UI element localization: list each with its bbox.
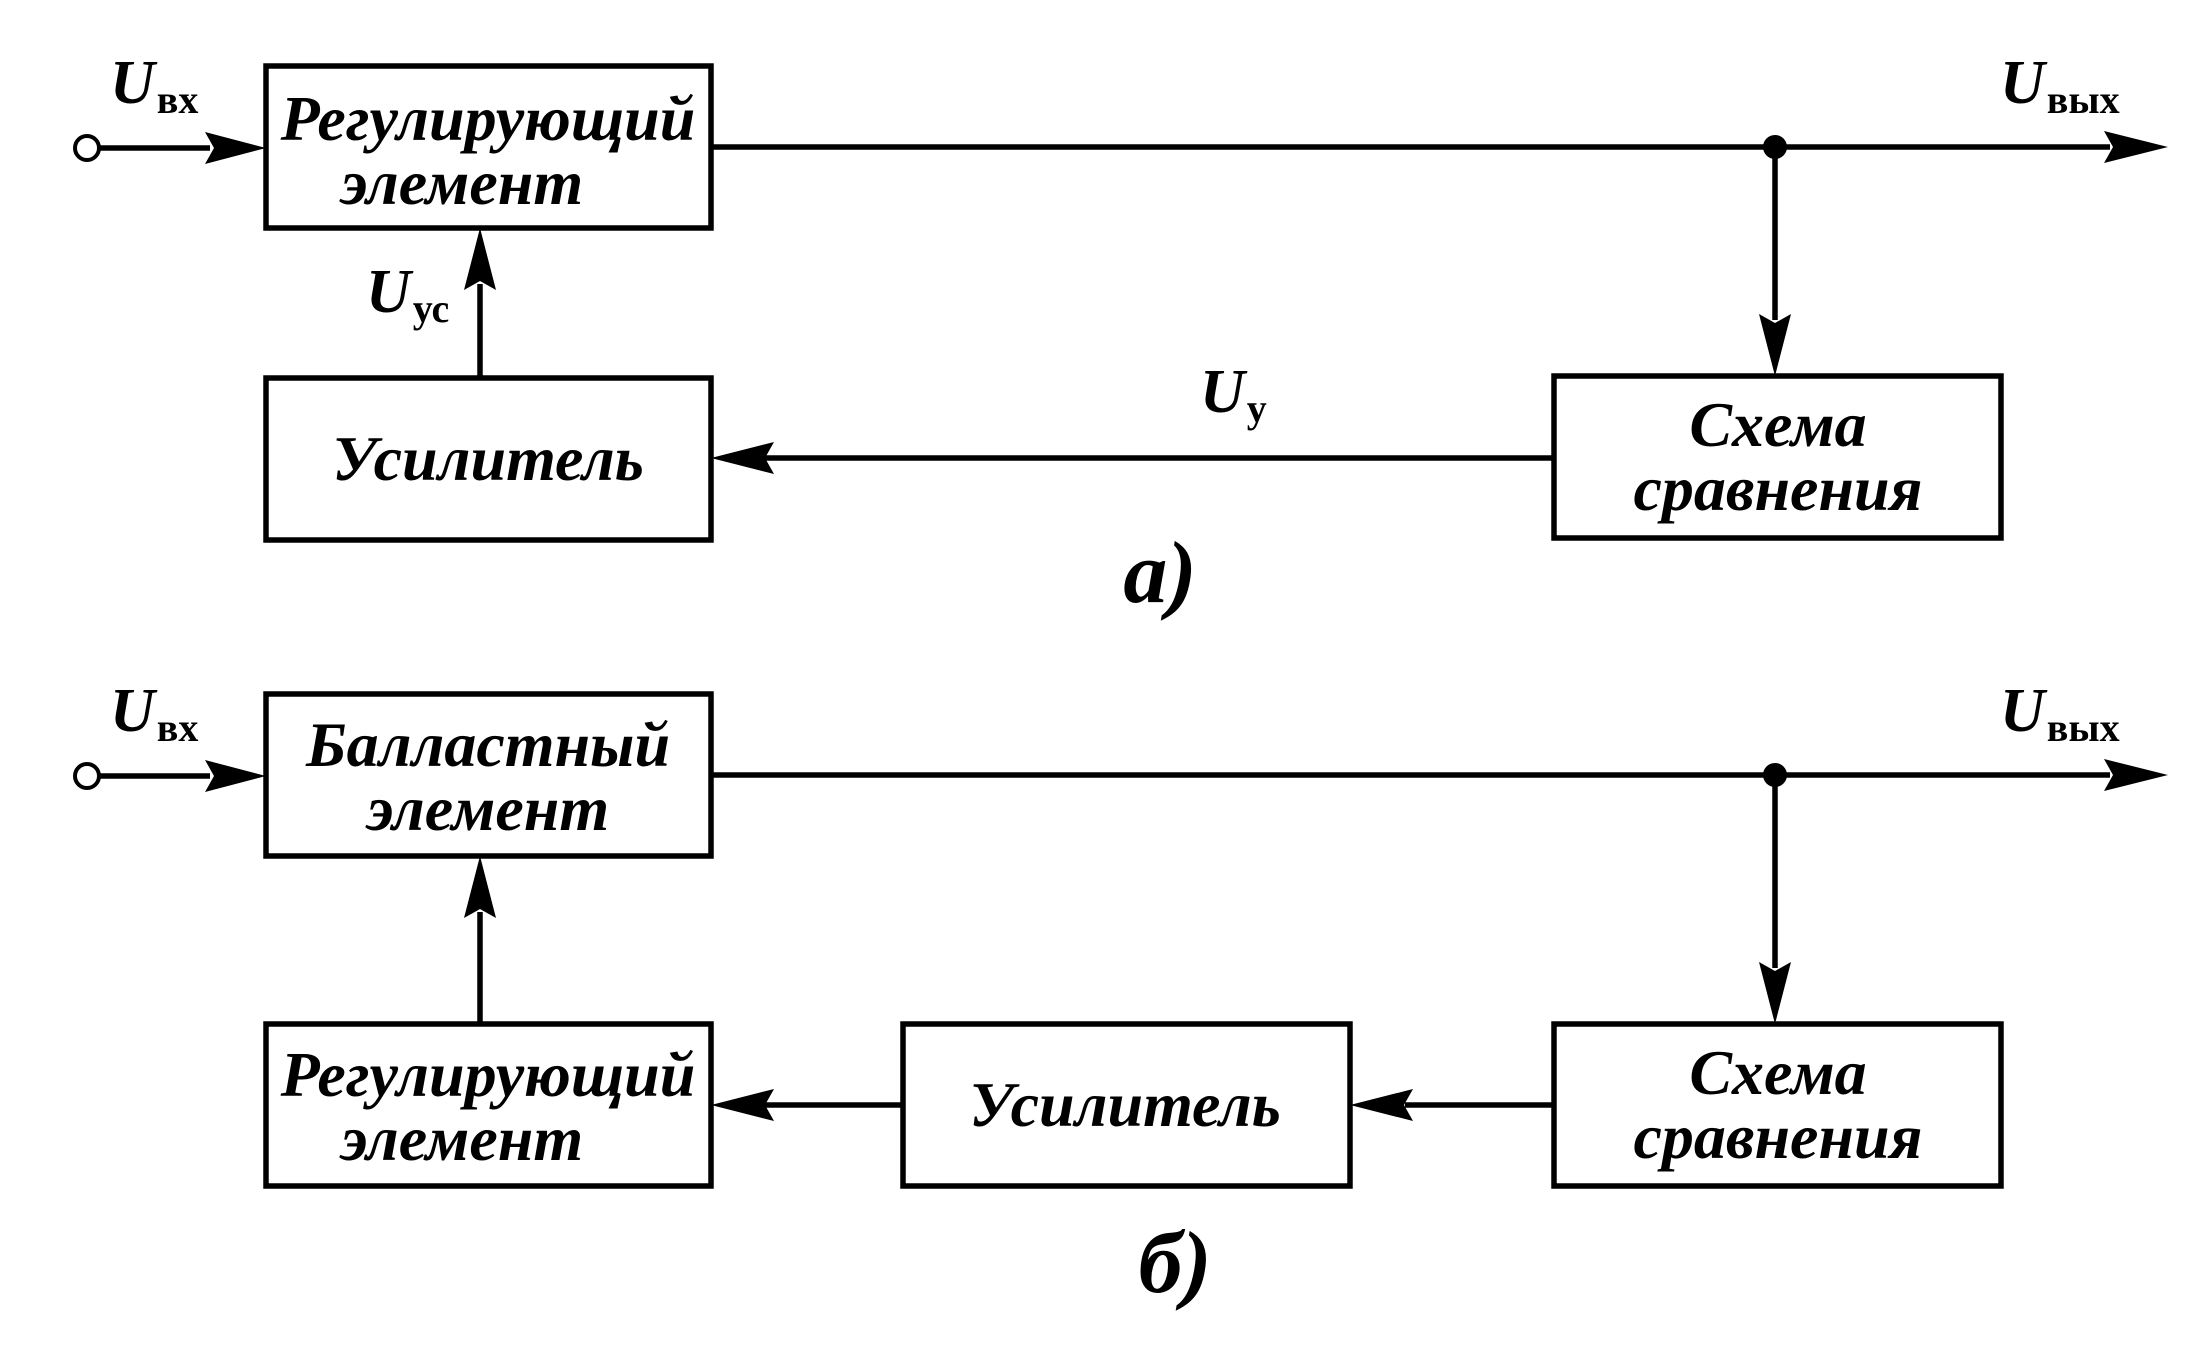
regulating-element-box-b: Регулирующий элемент xyxy=(263,1021,714,1189)
output-label-b: Uвых xyxy=(2000,677,2120,750)
amplifier-label-a: Усилитель xyxy=(332,423,644,494)
amplifier-to-regulating-arrow-b xyxy=(711,1089,774,1121)
diagram-a: Uвх Регулирующий элемент Uвых Схема срав… xyxy=(73,49,2168,622)
output-label-a: Uвых xyxy=(2000,49,2120,122)
control-up-arrow-b xyxy=(464,856,496,918)
diagram-b: Uвх Балластный элемент Uвых Схема сравне… xyxy=(73,677,2168,1312)
regulating-element-label-line1-a: Регулирующий xyxy=(280,83,696,154)
feedback-down-arrow-a xyxy=(1759,314,1791,376)
regulating-element-label-line1-b: Регулирующий xyxy=(280,1039,696,1110)
amplifier-box-b: Усилитель xyxy=(900,1021,1353,1189)
feedback-label-a: Uу xyxy=(1200,358,1267,431)
feedback-down-arrow-b xyxy=(1759,962,1791,1024)
input-label-a: Uвх xyxy=(110,49,198,122)
control-up-arrow-a xyxy=(464,228,496,290)
comparison-label-line1-b: Схема xyxy=(1689,1037,1866,1108)
input-terminal-a xyxy=(73,134,101,162)
output-arrow-b xyxy=(2104,759,2168,791)
amplifier-label-b: Усилитель xyxy=(969,1069,1281,1140)
input-arrow-b xyxy=(205,760,266,792)
comparison-to-amplifier-arrow-b xyxy=(1350,1089,1413,1121)
input-arrow-a xyxy=(205,132,266,164)
caption-b: б) xyxy=(1138,1215,1211,1312)
comparison-to-amplifier-arrow-a xyxy=(711,442,774,474)
ballast-element-label-line1-b: Балластный xyxy=(305,709,670,780)
comparison-label-line2-b: сравнения xyxy=(1633,1101,1922,1172)
caption-a: а) xyxy=(1123,525,1196,622)
input-label-b: Uвх xyxy=(110,677,198,750)
regulating-element-label-line2-a: элемент xyxy=(339,147,583,218)
output-arrow-a xyxy=(2104,131,2168,163)
amplifier-box-a: Усилитель xyxy=(263,375,714,543)
regulating-element-label-line2-b: элемент xyxy=(339,1103,583,1174)
ballast-element-box-b: Балластный элемент xyxy=(263,691,714,859)
comparison-box-a: Схема сравнения xyxy=(1551,373,2004,541)
ballast-element-label-line2-b: элемент xyxy=(365,773,609,844)
input-terminal-b xyxy=(73,762,101,790)
comparison-label-line1-a: Схема xyxy=(1689,389,1866,460)
control-label-a: Uус xyxy=(366,258,449,331)
comparison-box-b: Схема сравнения xyxy=(1551,1021,2004,1189)
comparison-label-line2-a: сравнения xyxy=(1633,453,1922,524)
regulating-element-box-a: Регулирующий элемент xyxy=(263,63,714,231)
